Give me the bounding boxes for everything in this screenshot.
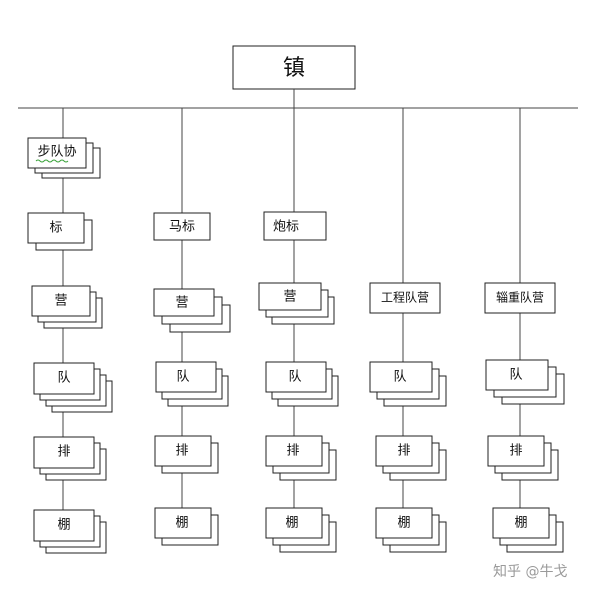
node-pai-5: 排 (487, 435, 559, 481)
node-pai-1: 排 (33, 436, 107, 481)
node-dui-1-label: 队 (57, 371, 70, 386)
node-peng-4-label: 棚 (397, 516, 410, 531)
node-paobiao: 炮标 (263, 211, 327, 241)
node-peng-5-label: 棚 (514, 516, 527, 531)
node-pai-1-label: 排 (57, 445, 70, 460)
node-zizhongduiying-label: 辎重队营 (496, 290, 544, 305)
node-peng-3-label: 棚 (285, 516, 298, 531)
node-biao-1-label: 标 (49, 221, 62, 236)
watermark: 知乎 @牛戈 (493, 563, 567, 580)
node-dui-5-label: 队 (509, 368, 522, 383)
node-peng-1-label: 棚 (57, 518, 70, 533)
node-peng-1: 棚 (33, 509, 107, 554)
node-dui-1: 队 (33, 362, 113, 413)
node-dui-4: 队 (369, 361, 447, 407)
node-ying-1: 营 (31, 285, 103, 329)
node-pai-2: 排 (154, 435, 219, 474)
node-ying-2: 营 (153, 288, 231, 333)
node-zhen-label: 镇 (283, 56, 305, 81)
node-pai-4-label: 排 (397, 444, 410, 459)
node-pai-2-label: 排 (175, 444, 188, 459)
node-dui-5: 队 (485, 359, 565, 405)
node-ying-3-label: 营 (283, 290, 296, 305)
node-peng-5: 棚 (492, 507, 564, 553)
node-peng-4: 棚 (375, 507, 447, 553)
node-gongchengduiying: 工程队营 (369, 282, 441, 314)
node-paobiao-label: 炮标 (273, 220, 299, 235)
node-gongchengduiying-label: 工程队营 (381, 290, 429, 305)
node-dui-2-label: 队 (176, 370, 189, 385)
node-pai-5-label: 排 (509, 444, 522, 459)
node-zhen: 镇 (232, 45, 356, 90)
node-dui-2: 队 (155, 361, 229, 407)
node-dui-3: 队 (265, 361, 339, 407)
node-mabiao-label: 马标 (169, 220, 195, 235)
node-zizhongduiying: 辎重队营 (484, 282, 556, 314)
node-ying-2-label: 营 (175, 296, 188, 311)
node-dui-4-label: 队 (393, 370, 406, 385)
node-ying-1-label: 营 (54, 294, 67, 309)
node-peng-2-label: 棚 (175, 516, 188, 531)
node-dui-3-label: 队 (288, 370, 301, 385)
node-peng-2: 棚 (154, 507, 219, 546)
node-buduixie: 步队协 (27, 137, 101, 179)
node-peng-3: 棚 (265, 507, 337, 553)
node-buduixie-label: 步队协 (37, 145, 76, 160)
node-pai-3: 排 (265, 435, 337, 481)
node-biao-1: 标 (27, 212, 93, 251)
node-mabiao: 马标 (153, 212, 211, 241)
node-ying-3: 营 (258, 282, 335, 325)
node-pai-3-label: 排 (286, 444, 299, 459)
spellcheck-underline (35, 159, 69, 163)
node-pai-4: 排 (375, 435, 447, 481)
